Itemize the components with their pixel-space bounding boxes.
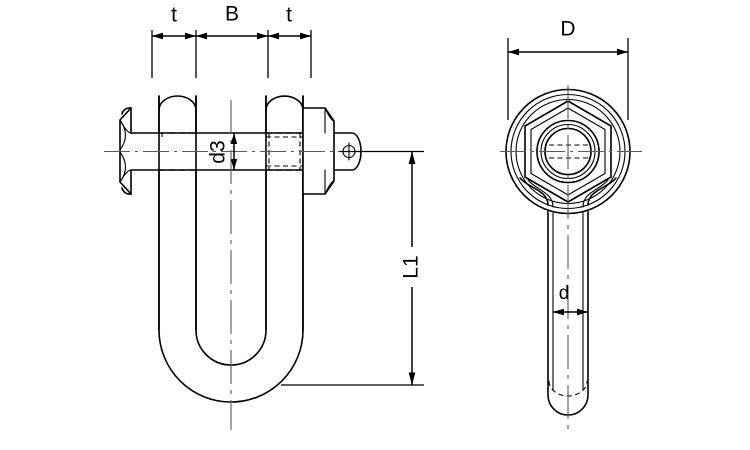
dimension-t-left: t <box>152 4 196 40</box>
dimension-L1: L1 <box>281 150 424 386</box>
front-view-top-extension-lines <box>151 30 312 78</box>
side-view: D <box>500 18 642 430</box>
dimension-t-right: t <box>268 4 311 40</box>
shackle-leg-edges-over-pin <box>158 95 304 331</box>
dimension-label-B: B <box>225 3 239 26</box>
front-view: t B t <box>104 3 424 430</box>
dimension-label-D: D <box>560 18 575 41</box>
dimension-label-d3: d3 <box>207 140 230 163</box>
dimension-B: B <box>196 3 268 40</box>
dimension-label-t-right: t <box>286 4 292 27</box>
dimension-label-t-left: t <box>171 4 177 27</box>
dimension-d3: d3 <box>207 133 238 170</box>
side-view-shoulder-fillets <box>519 177 617 208</box>
dimension-d: d <box>553 283 588 316</box>
dimension-label-L1: L1 <box>400 255 423 278</box>
dimension-label-d: d <box>559 283 570 304</box>
dimension-D: D <box>508 18 628 56</box>
